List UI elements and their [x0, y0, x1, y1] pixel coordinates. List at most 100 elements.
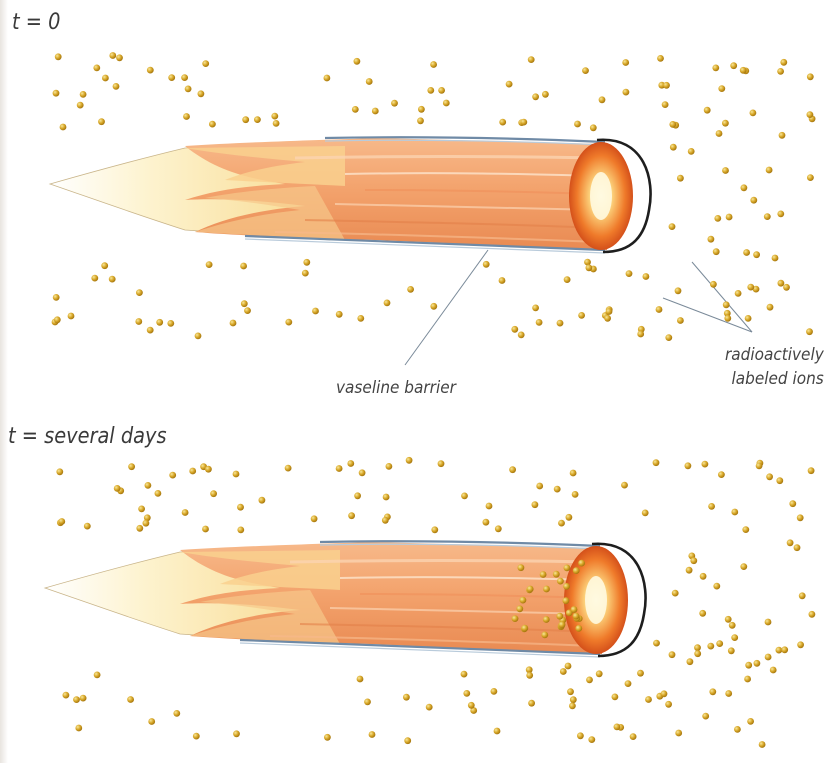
ion-dot — [606, 308, 613, 315]
ion-dot-absorbed — [540, 571, 547, 578]
ion-dot — [430, 61, 437, 68]
ion-dot — [357, 315, 364, 322]
ion-dot-absorbed — [571, 606, 578, 613]
ion-dot — [63, 692, 70, 699]
ion-dot — [672, 590, 679, 597]
ion-dot — [630, 733, 637, 740]
ion-dot — [797, 514, 804, 521]
ion-dot — [718, 471, 725, 478]
ion-dot — [461, 493, 468, 500]
ion-dot — [102, 75, 109, 82]
ion-dot — [614, 724, 621, 731]
ion-dot — [431, 526, 438, 533]
ion-dot — [68, 313, 75, 320]
ion-dot — [495, 525, 502, 532]
ion-dot — [241, 300, 248, 307]
ion-dot — [55, 53, 62, 60]
ion-dot — [205, 466, 212, 473]
ion-dot — [731, 509, 738, 516]
ion-dot — [80, 695, 87, 702]
ion-dot — [302, 270, 309, 277]
ion-dot — [677, 175, 684, 182]
ions-leader-line-1 — [692, 262, 752, 332]
ion-dot — [734, 726, 741, 733]
ion-dot — [542, 91, 549, 98]
ion-dot — [677, 317, 684, 324]
ion-dot — [570, 696, 577, 703]
ion-dot — [625, 680, 632, 687]
ion-dot — [714, 215, 721, 222]
ion-dot — [745, 315, 752, 322]
ion-dot — [138, 506, 145, 513]
ion-dot — [708, 236, 715, 243]
ion-dot — [156, 319, 163, 326]
ion-dot — [499, 119, 506, 126]
ion-dot — [743, 249, 750, 256]
ion-dot-absorbed — [557, 578, 564, 585]
ion-dot — [776, 477, 783, 484]
ion-dot — [202, 60, 209, 67]
ion-dot — [779, 132, 786, 139]
ion-dot — [702, 461, 709, 468]
ion-dot — [77, 102, 84, 109]
ion-dot — [778, 280, 785, 287]
ion-dot — [483, 261, 490, 268]
ion-dot — [206, 261, 213, 268]
ion-dot — [754, 660, 761, 667]
ion-dot — [612, 694, 619, 701]
ion-dot — [468, 702, 475, 709]
ion-dot — [528, 56, 535, 63]
ion-dot — [438, 87, 445, 94]
ion-dot — [53, 294, 60, 301]
ion-dot — [729, 622, 736, 629]
ion-dot — [688, 148, 695, 155]
ion-dot — [391, 100, 398, 107]
ion-dot — [807, 111, 814, 118]
ion-dot — [586, 264, 593, 271]
ion-dot — [577, 732, 584, 739]
ion-dot — [135, 318, 142, 325]
ion-dot — [750, 197, 757, 204]
ion-dot — [145, 482, 152, 489]
ion-dot — [623, 89, 630, 96]
ion-dot — [532, 501, 539, 508]
ion-dot — [685, 462, 692, 469]
ion-dot — [747, 284, 754, 291]
ion-dot — [731, 634, 738, 641]
ion-dot-absorbed — [518, 564, 525, 571]
ion-dot — [128, 463, 135, 470]
ion-dot — [73, 696, 80, 703]
ion-dot — [418, 106, 425, 113]
ion-dot — [777, 211, 784, 218]
ion-dot — [560, 668, 567, 675]
ion-dot — [506, 81, 513, 88]
ion-dot — [716, 640, 723, 647]
ion-dot — [443, 100, 450, 107]
ion-dot — [491, 688, 498, 695]
ion-dot — [209, 121, 216, 128]
ion-dot — [407, 286, 414, 293]
time-label-top: t = 0 — [12, 10, 60, 35]
ion-dot — [669, 223, 676, 230]
ion-dot — [645, 696, 652, 703]
ion-dot — [702, 713, 709, 720]
ion-dot-absorbed — [556, 613, 563, 620]
ion-dot — [80, 91, 87, 98]
ion-dot-absorbed — [559, 621, 566, 628]
ion-dot-absorbed — [541, 632, 548, 639]
ion-dot — [54, 316, 61, 323]
ion-dot-absorbed — [564, 565, 571, 572]
ion-dot — [382, 517, 389, 524]
ion-dot — [93, 65, 100, 72]
ion-dot — [240, 263, 247, 270]
ion-dot — [56, 468, 63, 475]
ion-dot — [58, 518, 65, 525]
ion-dot — [704, 107, 711, 114]
ion-dot — [430, 303, 437, 310]
ion-dot — [807, 174, 814, 181]
barrier-annotation: vaseline barrier — [336, 378, 456, 398]
ion-dot — [809, 611, 816, 618]
ion-dot-absorbed — [563, 583, 570, 590]
ion-dot — [764, 213, 771, 220]
ion-dot — [599, 96, 606, 103]
